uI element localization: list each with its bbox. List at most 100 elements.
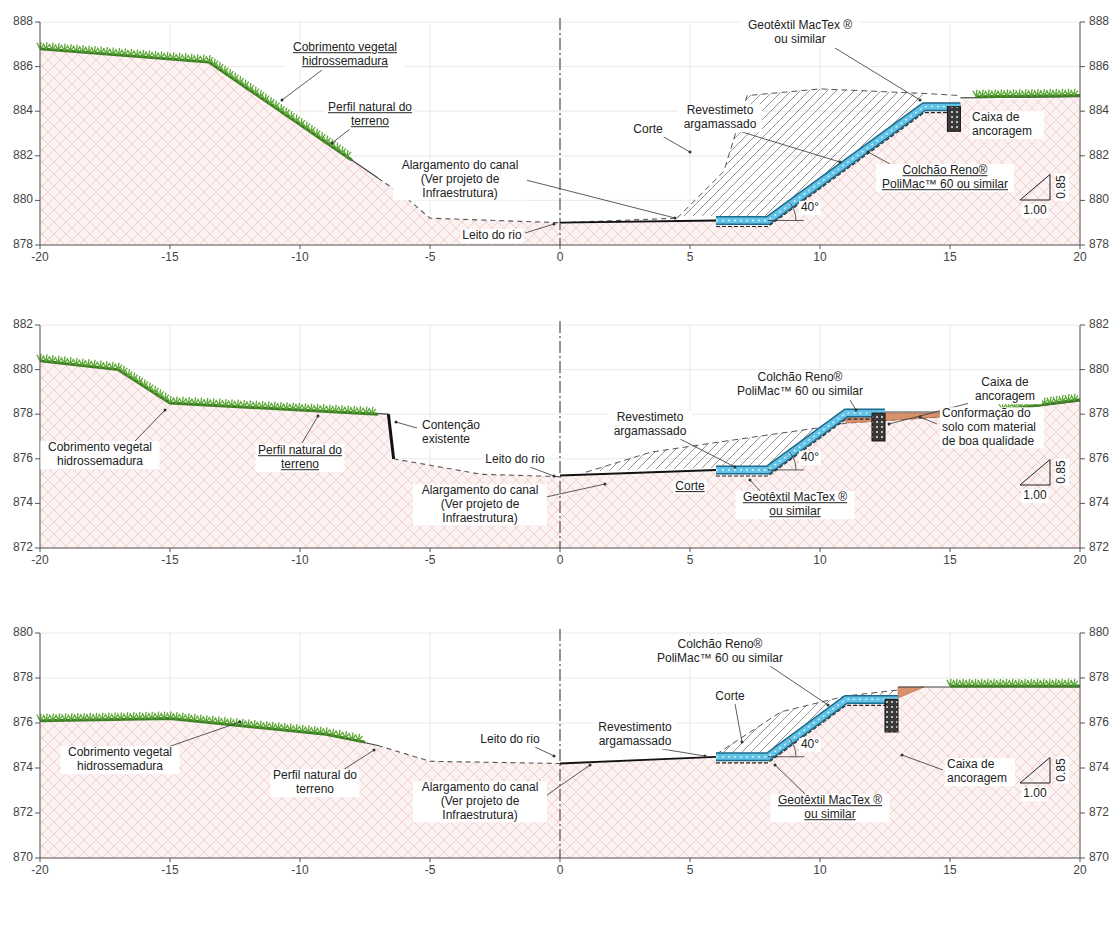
grid-line	[1080, 22, 1081, 245]
grid-line	[430, 22, 431, 245]
leader-dot	[689, 151, 692, 154]
leader-line	[680, 439, 735, 467]
axis-value: 886	[1087, 60, 1110, 74]
grid-line	[1080, 633, 1081, 858]
axis-value: 888	[11, 15, 35, 29]
anchor-box	[885, 699, 898, 732]
axis-value: 878	[11, 238, 35, 252]
leader-line	[547, 765, 590, 795]
leader-line	[535, 747, 554, 756]
leader-dot	[239, 721, 242, 724]
axis-value: 15	[941, 251, 958, 265]
annotation-label: Leito do rio	[460, 229, 523, 243]
leader-line	[902, 755, 943, 770]
axis-value: 10	[811, 251, 828, 265]
axis-value: -10	[289, 251, 310, 265]
grass-base	[976, 96, 1080, 97]
axis-value: -10	[289, 554, 310, 568]
leader-dot	[741, 741, 744, 744]
annotation-label: 0.85	[1055, 173, 1069, 200]
terrain-dashed	[378, 746, 560, 764]
axis-value: 880	[11, 193, 35, 207]
annotation-label: Geotêxtil MacTex ® ou similar	[771, 794, 890, 822]
leader-line	[742, 132, 840, 162]
leader-dot	[867, 151, 870, 154]
axis-value: 0	[555, 251, 566, 265]
axis-value: 876	[1087, 716, 1110, 730]
grass-blades	[947, 679, 1078, 686]
axis-line	[1080, 633, 1081, 858]
axis-value: 876	[11, 716, 35, 730]
axis-value: 20	[1071, 554, 1088, 568]
axis-value: -5	[423, 554, 438, 568]
axis-line	[40, 22, 41, 245]
annotation-label: Corte	[713, 690, 746, 704]
axis-value: 0	[555, 864, 566, 878]
axis-value: -15	[159, 554, 180, 568]
leader-dot	[901, 754, 904, 757]
leader-line	[396, 422, 417, 428]
annotation-label: Corte	[631, 123, 664, 137]
leader-line	[770, 666, 828, 705]
axis-value: 15	[941, 554, 958, 568]
leader-dot	[395, 421, 398, 424]
annotation-label: 40°	[799, 738, 821, 752]
annotation-label: Colchão Reno® PoliMac™ 60 ou similar	[731, 371, 869, 399]
axis-value: -10	[289, 864, 310, 878]
axis-value: 872	[11, 806, 35, 820]
axis-value: 884	[1087, 104, 1110, 118]
annotation-label: Colchão Reno® PoliMac™ 60 ou similar	[651, 638, 789, 666]
annotation-label: 40°	[799, 201, 821, 215]
annotation-label: Cobrimento vegetal hidrossemadura	[41, 441, 160, 469]
axis-value: 15	[941, 864, 958, 878]
axis-value: 20	[1071, 864, 1088, 878]
leader-line	[750, 480, 760, 491]
axis-value: -15	[159, 864, 180, 878]
leader-dot	[855, 409, 858, 412]
axis-value: 872	[1087, 806, 1110, 820]
leader-dot	[331, 142, 334, 145]
retaining-wall	[388, 414, 393, 459]
mattress-outline	[716, 413, 885, 470]
axis-value: 880	[11, 626, 35, 640]
river-bed	[560, 470, 716, 476]
leader-line	[332, 129, 350, 143]
leader-line	[282, 70, 322, 100]
leader-dot	[553, 475, 556, 478]
axis-value: -20	[29, 864, 50, 878]
center-line	[560, 321, 561, 548]
leader-line	[735, 704, 742, 742]
annotation-label: Alargamento do canal (Ver projeto de Inf…	[413, 484, 547, 525]
leader-dot	[839, 161, 842, 164]
leader-line	[662, 749, 705, 756]
annotation-label: 1.00	[1021, 787, 1048, 801]
grass-blades	[37, 712, 363, 741]
annotation-label: Alargamento do canal (Ver projeto de Inf…	[413, 781, 547, 822]
axis-line	[1080, 325, 1081, 548]
axis-value: -20	[29, 251, 50, 265]
axis-value: 886	[11, 60, 35, 74]
annotation-label: Geotêxtil MacTex ® ou similar	[741, 19, 860, 47]
axis-value: 874	[11, 496, 35, 510]
grass-blades	[37, 354, 376, 414]
river-bed	[560, 221, 716, 223]
leader-dot	[604, 483, 607, 486]
slope-triangle	[1020, 175, 1050, 201]
axis-ticks	[35, 633, 1085, 862]
annotation-label: Caixa de ancoragem	[968, 376, 1042, 404]
annotation-label: 40°	[799, 451, 821, 465]
axis-value: -5	[423, 864, 438, 878]
axis-value: -5	[423, 251, 438, 265]
leader-dot	[919, 99, 922, 102]
grid-line	[1080, 325, 1081, 548]
annotation-label: Revestimeto argamassado	[608, 411, 692, 439]
axis-value: 874	[11, 761, 35, 775]
axis-value: 882	[11, 318, 35, 332]
annotation-label: Contenção existente	[420, 419, 494, 447]
mattress-stones	[716, 413, 885, 470]
leader-line	[526, 180, 675, 218]
slope-triangle	[1020, 758, 1050, 784]
leader-dot	[553, 755, 556, 758]
